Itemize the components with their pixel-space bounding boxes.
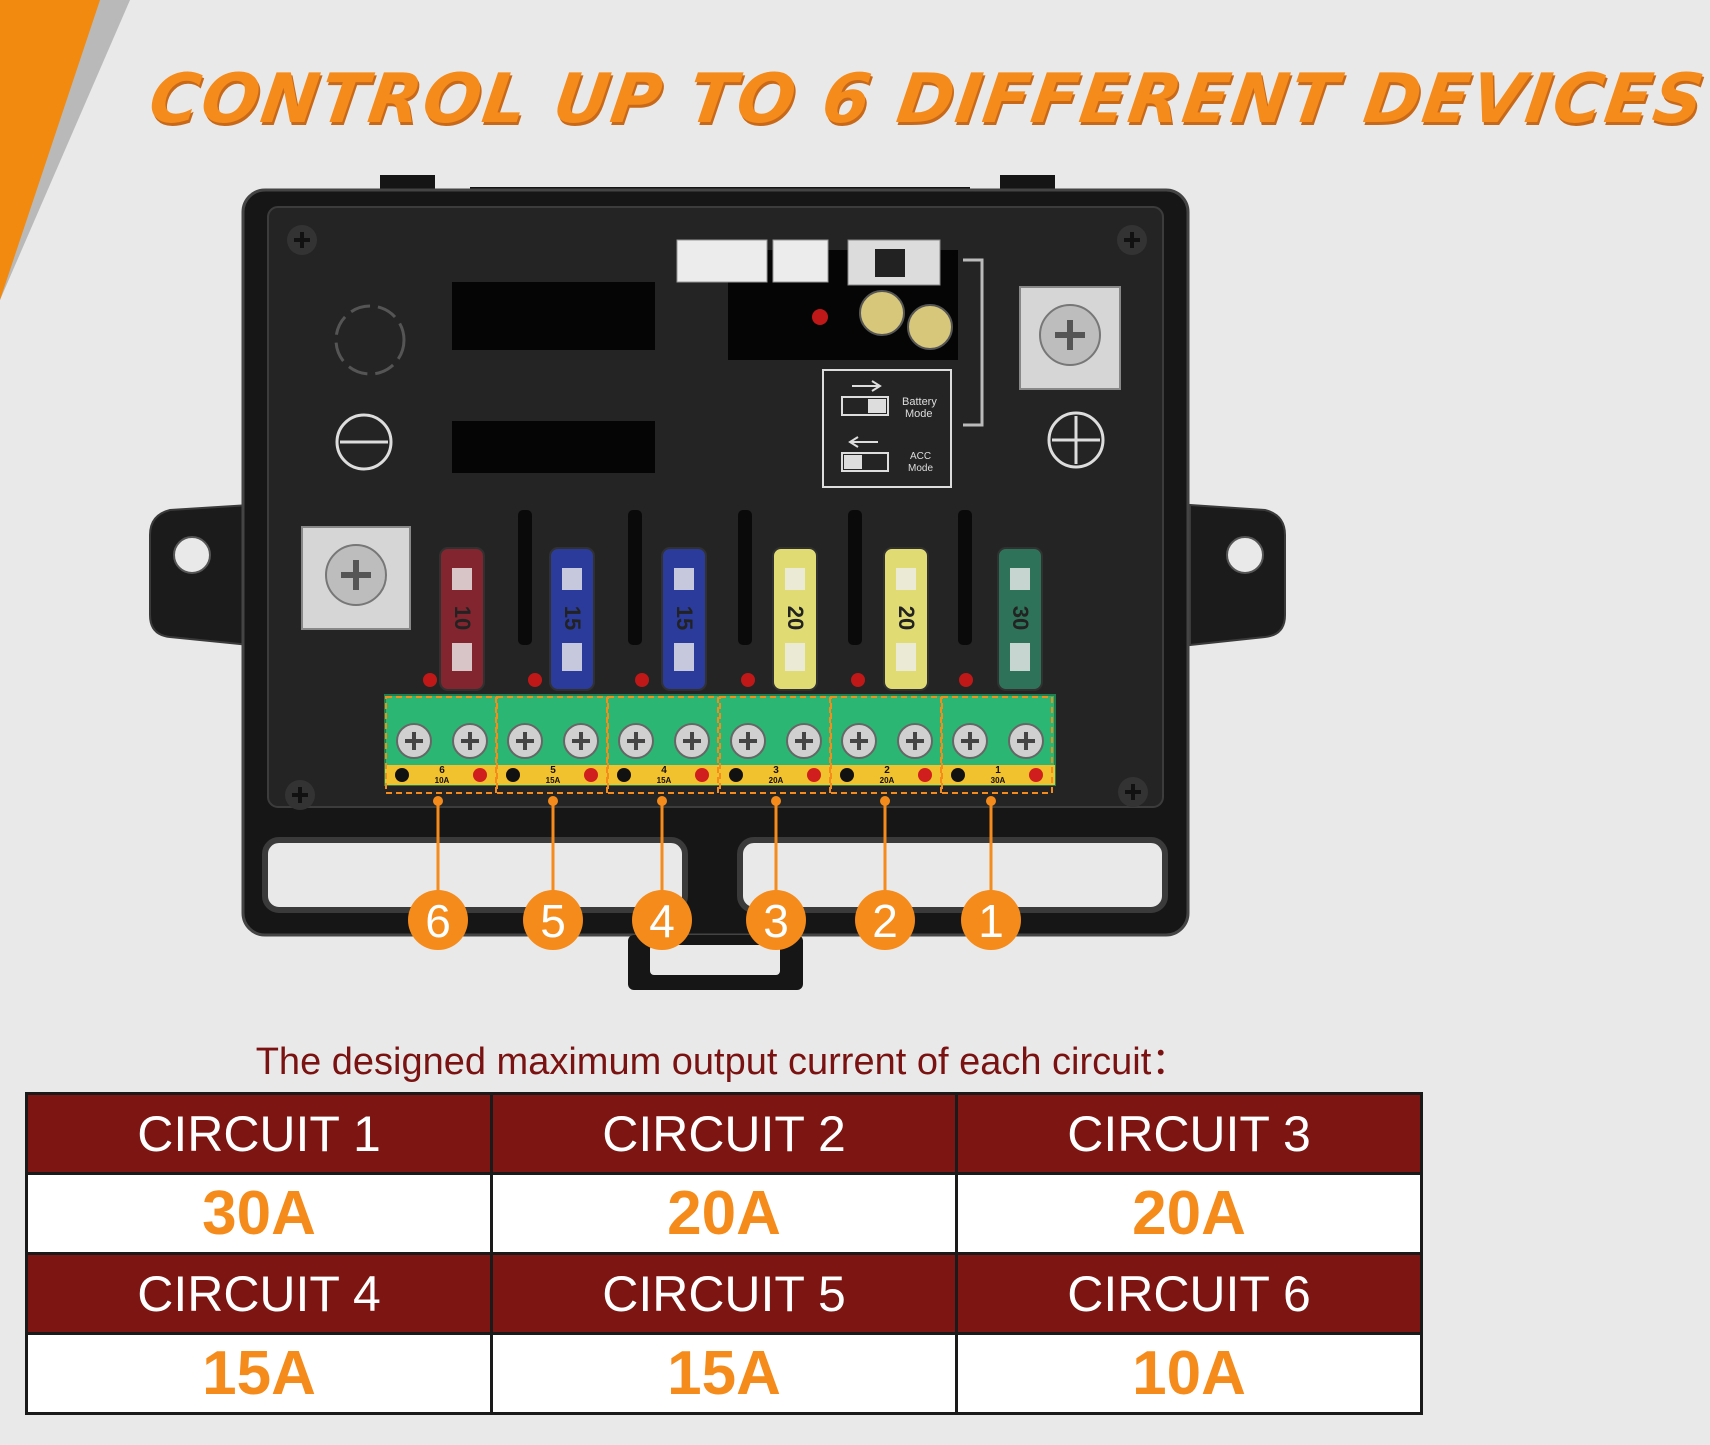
callout-number: 3 <box>763 895 789 947</box>
fuse-rating-label: 15 <box>560 606 585 630</box>
terminal-number-label: 3 <box>773 765 779 776</box>
fuse-rating-label: 20 <box>894 606 919 630</box>
negative-power-stud <box>301 526 411 630</box>
terminal-amp-label: 20A <box>880 776 895 785</box>
plus-icon <box>584 768 598 782</box>
vent-circle <box>334 304 406 376</box>
capacitor <box>859 290 905 336</box>
plus-icon <box>918 768 932 782</box>
table-value-row: 30A 20A 20A <box>25 1172 1423 1255</box>
fuse-rating-label: 20 <box>783 606 808 630</box>
screw-bottom-left-icon <box>285 780 315 810</box>
screw-top-right-icon <box>1117 225 1147 255</box>
positive-power-stud <box>1019 286 1121 390</box>
capacitor <box>907 304 953 350</box>
callout-1: 1 <box>961 796 1021 950</box>
terminal-number-label: 6 <box>439 765 445 776</box>
terminal-number-label: 4 <box>661 765 667 776</box>
battery-mode-label-line2: Mode <box>905 408 933 420</box>
minus-icon <box>395 768 409 782</box>
battery-mode-label-line1: Battery <box>902 396 937 408</box>
fuse-rating-label: 10 <box>450 606 475 630</box>
callout-number: 6 <box>425 895 451 947</box>
fuse-6: 10 <box>439 547 485 691</box>
table-header-cell: CIRCUIT 6 <box>955 1252 1423 1335</box>
table-header-cell: CIRCUIT 5 <box>490 1252 958 1335</box>
terminal-amp-label: 20A <box>769 776 784 785</box>
callout-number: 4 <box>649 895 675 947</box>
table-value-cell: 20A <box>955 1172 1423 1255</box>
fuse-rating-label: 15 <box>672 606 697 630</box>
positive-terminal-symbol-icon <box>1047 411 1105 469</box>
screw-bottom-right-icon <box>1118 777 1148 807</box>
table-value-row: 15A 15A 10A <box>25 1332 1423 1415</box>
plus-icon <box>473 768 487 782</box>
plus-icon <box>695 768 709 782</box>
plus-icon <box>807 768 821 782</box>
negative-terminal-symbol-icon <box>335 413 393 471</box>
mounting-tab-right <box>1189 503 1286 647</box>
table-value-cell: 10A <box>955 1332 1423 1415</box>
callout-6: 6 <box>408 796 468 950</box>
minus-icon <box>506 768 520 782</box>
minus-icon <box>840 768 854 782</box>
callout-number: 1 <box>978 895 1004 947</box>
fuse-3: 20 <box>772 547 818 691</box>
table-value-cell: 20A <box>490 1172 958 1255</box>
fuse-group: 10 15 15 20 20 30 <box>439 547 1043 691</box>
status-led <box>812 309 828 325</box>
minus-icon <box>617 768 631 782</box>
table-value-cell: 15A <box>490 1332 958 1415</box>
callout-4: 4 <box>632 796 692 950</box>
terminal-number-label: 5 <box>550 765 556 776</box>
table-header-cell: CIRCUIT 2 <box>490 1092 958 1175</box>
headline: CONTROL UP TO 6 DIFFERENT DEVICES <box>144 60 1710 139</box>
callout-2: 2 <box>855 796 915 950</box>
connector-4pin <box>676 239 768 283</box>
fuse-1: 30 <box>997 547 1043 691</box>
callout-group: 6 5 4 3 2 1 <box>408 796 1021 950</box>
minus-icon <box>729 768 743 782</box>
fuse-rating-label: 30 <box>1008 606 1033 630</box>
table-header-cell: CIRCUIT 1 <box>25 1092 493 1175</box>
minus-icon <box>951 768 965 782</box>
mounting-tab-left <box>149 503 251 647</box>
table-header-row: CIRCUIT 1 CIRCUIT 2 CIRCUIT 3 <box>25 1092 1423 1175</box>
table-header-row: CIRCUIT 4 CIRCUIT 5 CIRCUIT 6 <box>25 1252 1423 1335</box>
subtitle: The designed maximum output current of e… <box>255 1041 1190 1083</box>
terminal-amp-label: 15A <box>546 776 561 785</box>
table-header-cell: CIRCUIT 3 <box>955 1092 1423 1175</box>
acc-mode-label-line2: Mode <box>908 463 933 474</box>
callout-5: 5 <box>523 796 583 950</box>
fuse-4: 15 <box>661 547 707 691</box>
plus-icon <box>1029 768 1043 782</box>
circuit-current-table: CIRCUIT 1 CIRCUIT 2 CIRCUIT 3 30A 20A 20… <box>25 1092 1423 1415</box>
mode-panel <box>822 369 952 488</box>
terminal-amp-label: 10A <box>435 776 450 785</box>
terminal-number-label: 1 <box>995 765 1001 776</box>
terminal-number-label: 2 <box>884 765 890 776</box>
fuse-5: 15 <box>549 547 595 691</box>
table-header-cell: CIRCUIT 4 <box>25 1252 493 1335</box>
fuse-2: 20 <box>883 547 929 691</box>
screw-top-left-icon <box>287 225 317 255</box>
callout-number: 5 <box>540 895 566 947</box>
table-value-cell: 15A <box>25 1332 493 1415</box>
terminal-amp-label: 30A <box>991 776 1006 785</box>
corner-decoration-orange <box>0 0 100 300</box>
table-value-cell: 30A <box>25 1172 493 1255</box>
callout-number: 2 <box>872 895 898 947</box>
callout-3: 3 <box>746 796 806 950</box>
acc-mode-label-line1: ACC <box>910 451 931 462</box>
terminal-amp-label: 15A <box>657 776 672 785</box>
connector-2pin <box>772 239 829 283</box>
